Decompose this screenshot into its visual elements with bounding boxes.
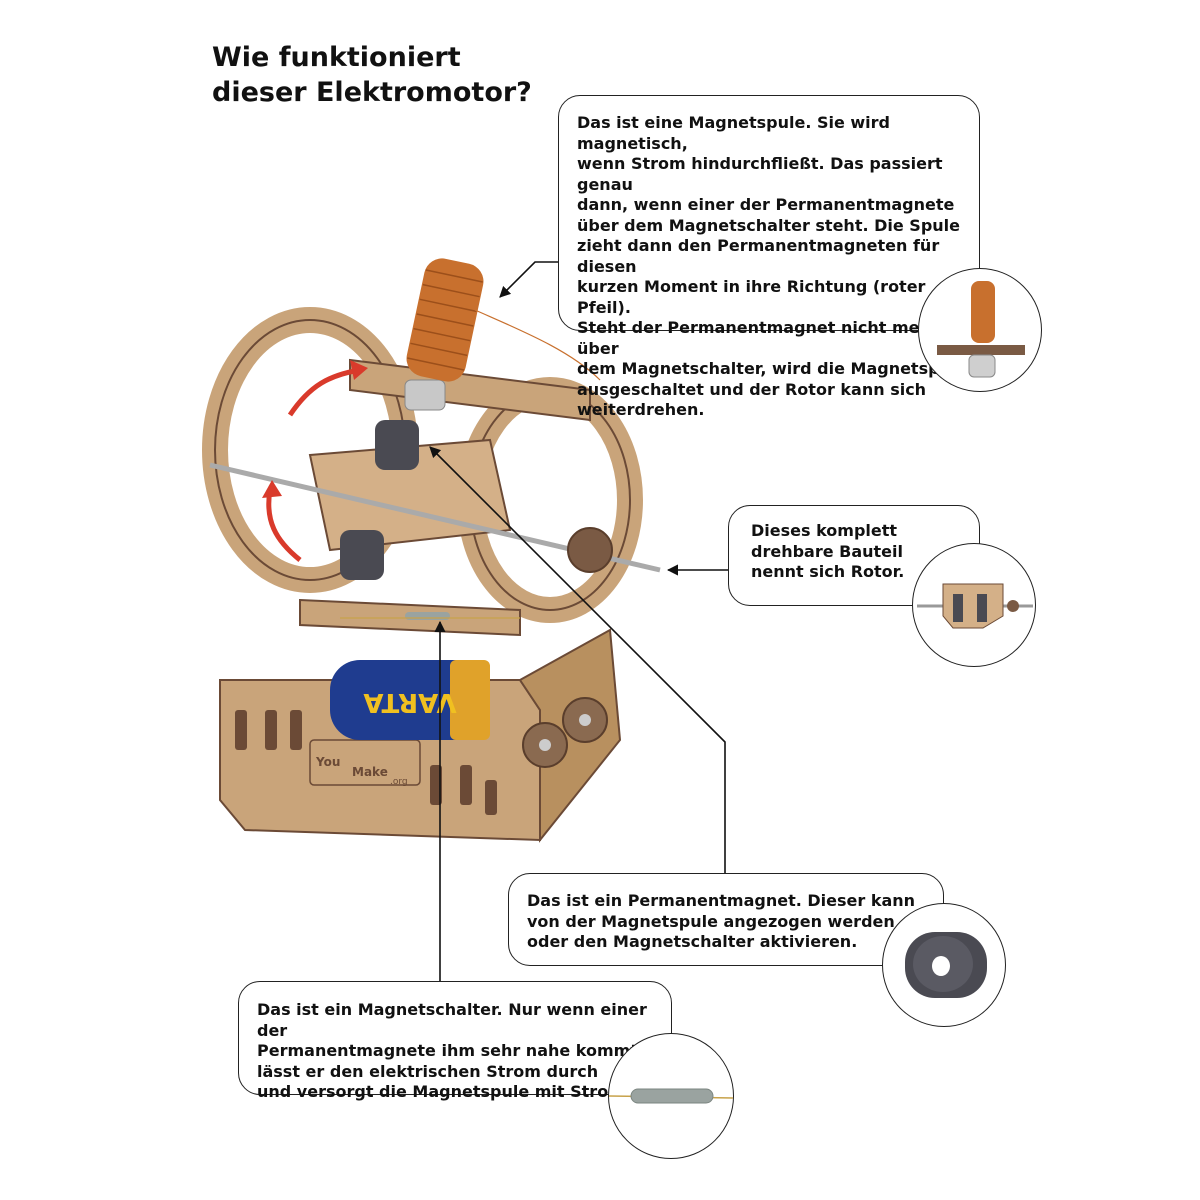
coil-thumb-winding	[971, 281, 995, 343]
logo-you: You	[315, 755, 340, 769]
top-beam	[349, 358, 591, 422]
axle-hub	[567, 527, 613, 573]
magnet-thumbnail	[905, 932, 987, 998]
coil-windings	[407, 269, 483, 371]
side-bolt	[579, 714, 591, 726]
callout-coil-text: Das ist eine Magnetspule. Sie wird magne…	[577, 113, 968, 419]
battery-brand: VARTA	[363, 687, 456, 717]
rotation-arrow-left-head	[262, 480, 282, 498]
callout-coil: Das ist eine Magnetspule. Sie wird magne…	[558, 95, 980, 419]
inset-coil	[918, 268, 1042, 392]
switch-thumbnail	[609, 1088, 733, 1104]
rotor-thumbnail	[917, 583, 1033, 629]
title-line-2: dieser Elektromotor?	[212, 77, 532, 108]
rotor-thumb-magnet	[953, 594, 963, 622]
rotation-arrow-top-head	[350, 360, 368, 380]
base-slot	[265, 710, 277, 750]
callout-magnet: Das ist ein Permanentmagnet. Dieser kann…	[508, 873, 944, 966]
logo-make: Make	[352, 765, 388, 779]
coil-thumb-bolt	[968, 354, 996, 378]
rotation-arrow-top	[287, 367, 361, 417]
logo-org: .org	[390, 777, 408, 787]
inset-magnet	[882, 903, 1006, 1027]
base-slot	[235, 710, 247, 750]
title-line-1: Wie funktioniert	[212, 42, 461, 73]
rotor-thumb-magnet	[977, 594, 987, 622]
magnet-thumb-hole	[932, 956, 950, 976]
permanent-magnet-top	[375, 420, 419, 470]
base-slot	[485, 780, 497, 815]
coil-thumbnail	[937, 281, 1025, 378]
rotor-thumb-hub	[1007, 600, 1019, 612]
coil-bolt	[404, 379, 446, 411]
base-slot	[460, 765, 472, 805]
page-title: Wie funktioniert dieser Elektromotor?	[212, 40, 532, 110]
side-bolt	[539, 739, 551, 751]
coil-wire	[474, 309, 601, 381]
callout-rotor-text: Dieses komplett drehbare Bauteil nennt s…	[751, 521, 905, 581]
switch-thumb-glass	[630, 1088, 714, 1104]
inset-switch	[608, 1033, 734, 1159]
reed-switch	[405, 612, 450, 620]
callout-magnet-text: Das ist ein Permanentmagnet. Dieser kann…	[527, 891, 916, 951]
base-slot	[290, 710, 302, 750]
rotation-arrow-left	[266, 489, 302, 562]
callout-switch: Das ist ein Magnetschalter. Nur wenn ein…	[238, 981, 672, 1101]
permanent-magnet-bottom	[340, 530, 384, 580]
inset-rotor	[912, 543, 1036, 667]
coil-thumb-beam	[937, 345, 1025, 355]
base-slot	[430, 765, 442, 805]
rotor-thumb-block	[942, 583, 1004, 629]
